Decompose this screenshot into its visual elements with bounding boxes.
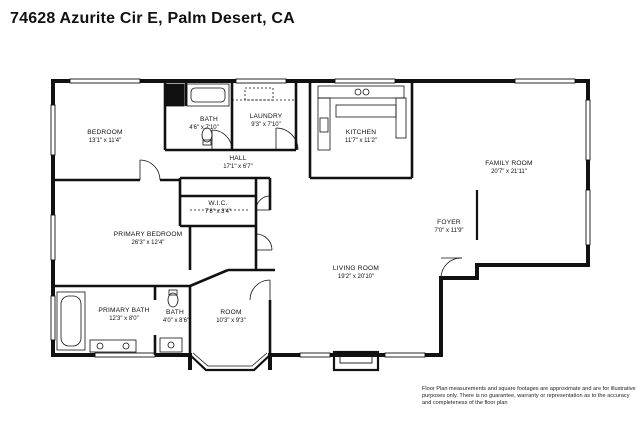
- foyer-label: FOYER: [437, 219, 461, 226]
- hall-label: HALL: [229, 155, 246, 162]
- exterior-walls: [51, 79, 590, 370]
- room-label: ROOM: [220, 309, 241, 316]
- foyer-dims: 7'0" x 11'9": [434, 228, 463, 234]
- room-dims: 10'3" x 9'3": [216, 318, 246, 324]
- living-room-dims: 19'2" x 20'10": [338, 274, 374, 280]
- fixtures: [56, 83, 407, 353]
- bath-2-label: BATH: [166, 309, 184, 316]
- page-title: 74628 Azurite Cir E, Palm Desert, CA: [10, 10, 295, 27]
- bath-dims: 4'6" x 7'10": [189, 125, 219, 131]
- windows: [50, 78, 591, 358]
- bath-label: BATH: [200, 116, 218, 123]
- hall-dims: 17'1" x 6'7": [223, 164, 253, 170]
- laundry-dims: 9'3" x 7'10": [251, 122, 281, 128]
- family-room-dims: 20'7" x 21'11": [491, 169, 527, 175]
- primary-bedroom-dims: 26'3" x 12'4": [132, 240, 165, 246]
- wic-label: W.I.C.: [208, 200, 227, 207]
- fireplace: [332, 350, 380, 372]
- kitchen-label: KITCHEN: [346, 129, 376, 136]
- primary-bedroom-label: PRIMARY BEDROOM: [114, 231, 183, 238]
- primary-bath-dims: 12'3" x 8'0": [109, 316, 139, 322]
- room-labels: BEDROOM 13'1" x 11'4" BATH 4'6" x 7'10" …: [87, 113, 532, 324]
- bath-2-dims: 4'0" x 8'6": [163, 318, 189, 324]
- bedroom-dims: 13'1" x 11'4": [89, 138, 121, 144]
- laundry-label: LAUNDRY: [250, 113, 283, 120]
- disclaimer-text: Floor Plan measurements and square foota…: [422, 386, 636, 407]
- living-room-label: LIVING ROOM: [333, 265, 379, 272]
- bedroom-label: BEDROOM: [87, 129, 122, 136]
- primary-bath-label: PRIMARY BATH: [98, 307, 149, 314]
- family-room-label: FAMILY ROOM: [485, 160, 532, 167]
- kitchen-dims: 11'7" x 11'2": [345, 138, 377, 144]
- bay-window: [189, 352, 271, 372]
- wic-dims: 7'8" x 3'4": [205, 209, 231, 215]
- doors: [139, 99, 479, 350]
